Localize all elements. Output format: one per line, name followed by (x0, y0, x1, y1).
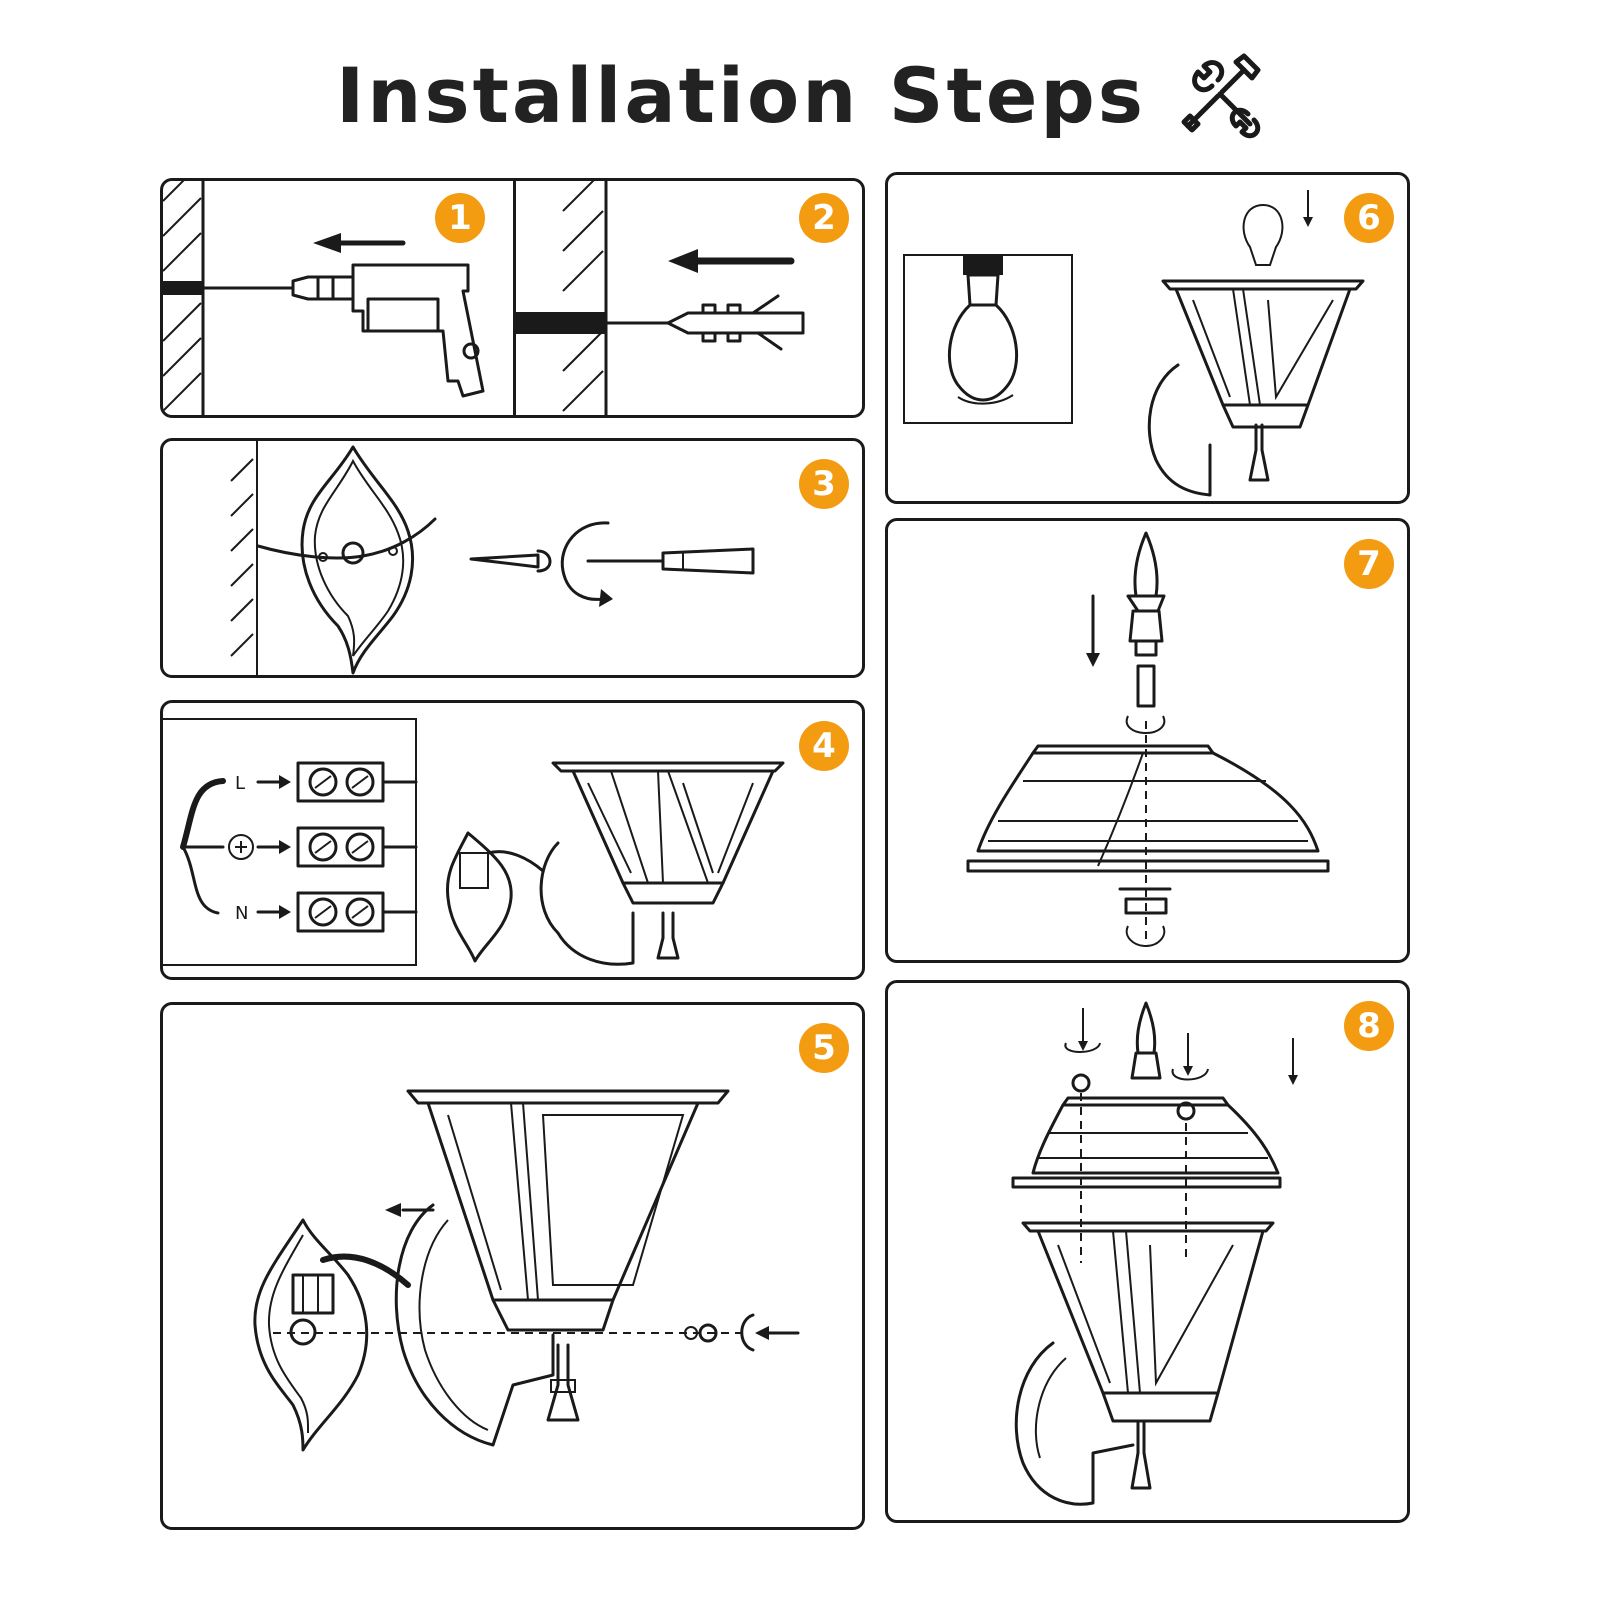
step-1-2-panel: 1 2 (160, 178, 865, 418)
light-bulb-icon (903, 190, 1365, 497)
step-badge-7: 7 (1344, 539, 1394, 589)
tools-icon (1181, 53, 1261, 139)
roof-cap-icon (966, 531, 1330, 948)
step-badge-6: 6 (1344, 193, 1394, 243)
wire-label-n: N (235, 903, 248, 924)
step-3-panel: 3 (160, 438, 865, 678)
title-text: Installation Steps (335, 50, 1147, 140)
assembled-lantern-icon (1011, 1001, 1298, 1506)
step-8-panel: 8 (885, 980, 1410, 1523)
page-title: Installation Steps (0, 40, 1600, 150)
step-badge-4: 4 (799, 721, 849, 771)
screwdriver-icon (230, 441, 755, 675)
panel-divider (513, 181, 516, 415)
drill-icon (163, 181, 805, 415)
step-4-panel: L N 4 (160, 700, 865, 980)
step-badge-3: 3 (799, 459, 849, 509)
wiring-icon: L N (163, 718, 785, 966)
step-badge-5: 5 (799, 1023, 849, 1073)
mount-lantern-icon (253, 1089, 800, 1452)
step-badge-8: 8 (1344, 1001, 1394, 1051)
step-7-panel: 7 (885, 518, 1410, 963)
step-badge-2: 2 (799, 193, 849, 243)
step-6-panel: 6 (885, 172, 1410, 504)
step-badge-1: 1 (435, 193, 485, 243)
step-5-panel: 5 (160, 1002, 865, 1530)
wire-label-l: L (235, 773, 245, 794)
